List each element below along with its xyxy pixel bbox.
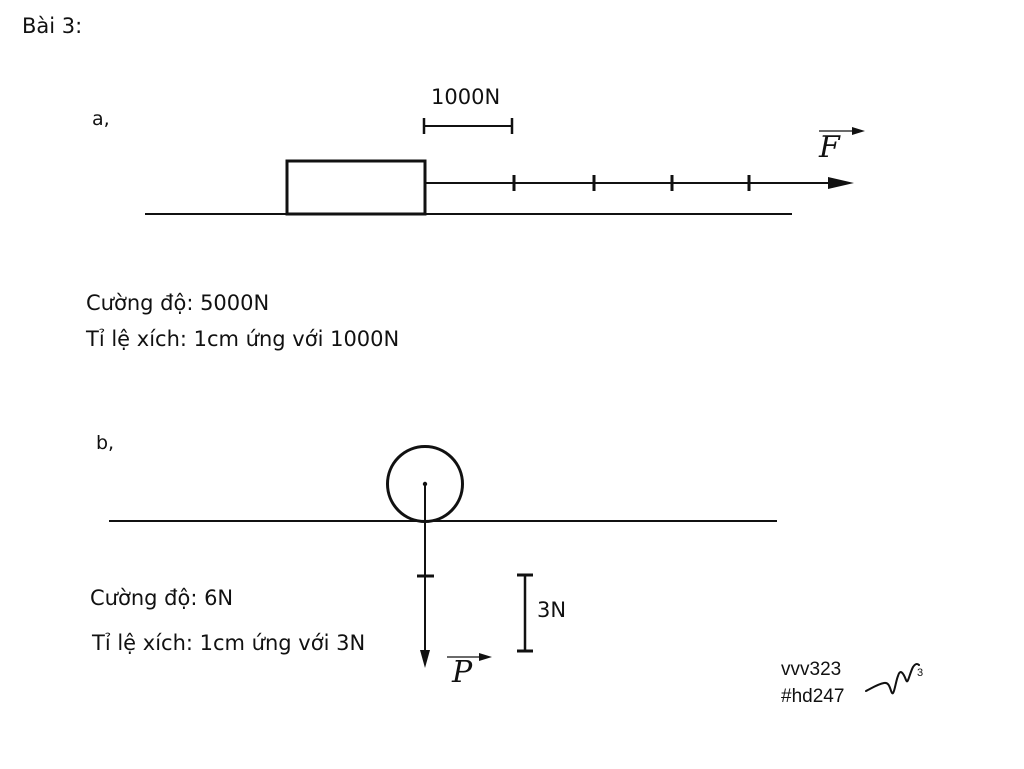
vector-arrow-p xyxy=(447,653,492,661)
scale-text-b: Tỉ lệ xích: 1cm ứng với 3N xyxy=(92,631,366,655)
magnitude-text-b: Cường độ: 6N xyxy=(90,586,234,610)
magnitude-text-a: Cường độ: 5000N xyxy=(86,291,270,315)
signature-mark: 3 xyxy=(917,667,923,679)
signature-line-2: #hd247 xyxy=(781,686,845,707)
part-a-label: a, xyxy=(92,108,110,130)
force-p-arrowhead xyxy=(420,650,430,668)
scale-bar-label-b: 3N xyxy=(537,598,567,622)
signature-scribble: 3 xyxy=(865,662,923,695)
exercise-title: Bài 3: xyxy=(22,14,83,38)
scale-bar-b xyxy=(517,573,533,653)
scale-text-a: Tỉ lệ xích: 1cm ứng với 1000N xyxy=(86,327,400,351)
scale-bar-a xyxy=(422,118,514,134)
force-f-arrowhead xyxy=(828,177,854,189)
force-p-symbol: P xyxy=(452,655,473,690)
block xyxy=(285,159,427,216)
signature-line-1: vvv323 xyxy=(781,659,842,680)
vector-arrow-f xyxy=(819,127,865,135)
part-b-label: b, xyxy=(96,432,115,454)
diagram-b xyxy=(109,445,777,668)
force-f-symbol: F xyxy=(819,130,840,165)
scale-bar-label-a: 1000N xyxy=(431,85,501,109)
diagram-a xyxy=(145,118,865,216)
